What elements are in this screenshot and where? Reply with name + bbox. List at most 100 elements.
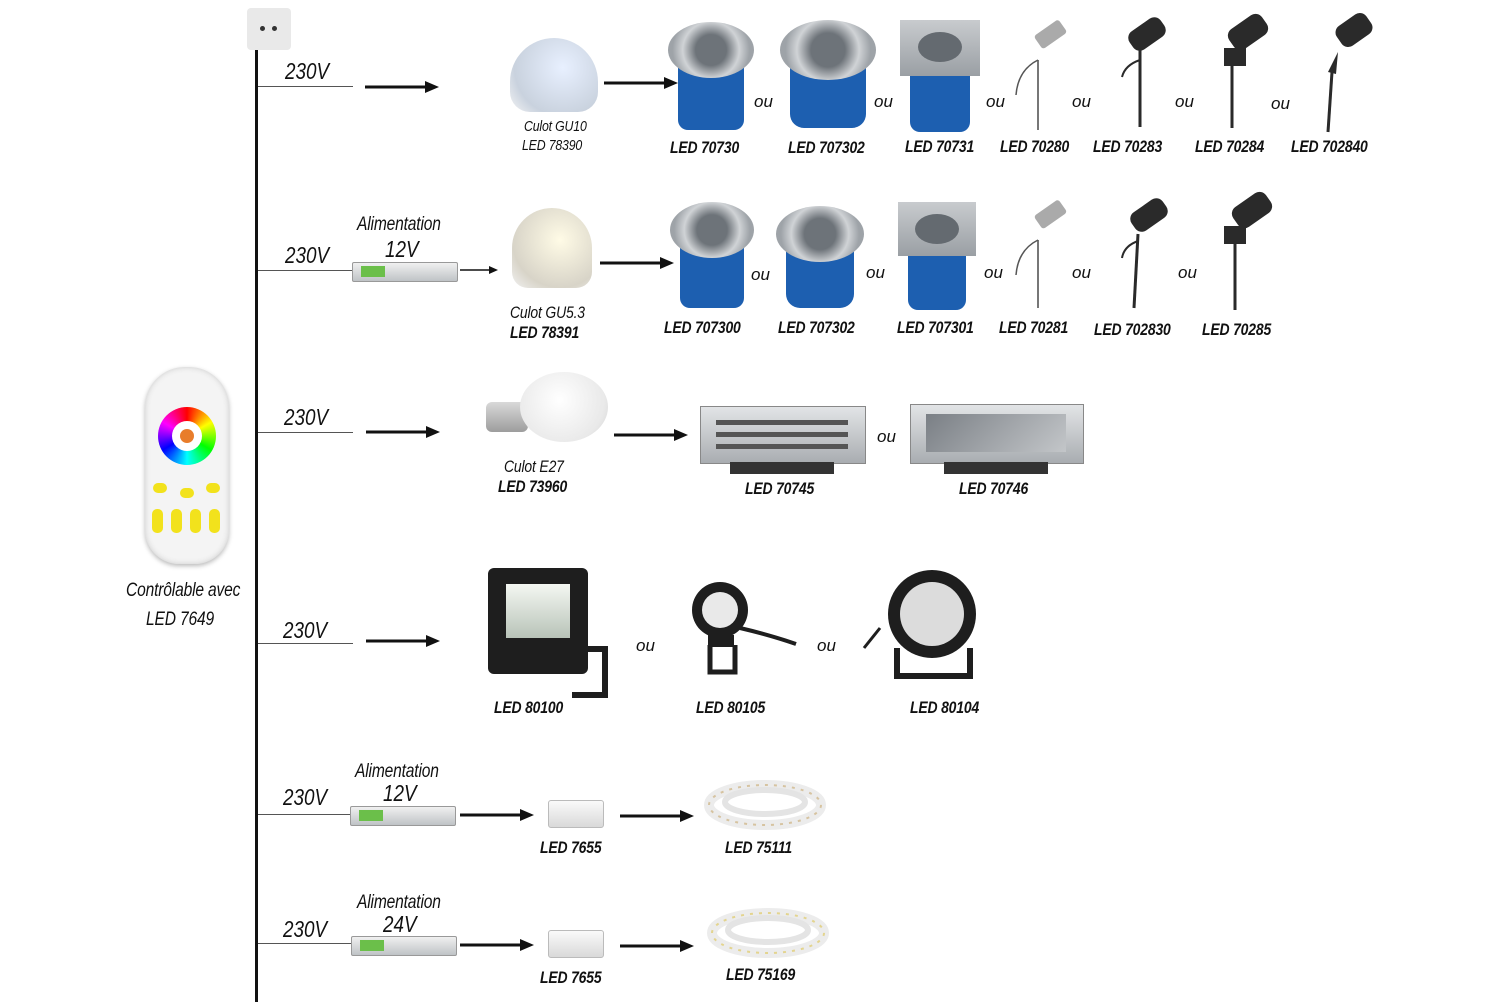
spike-spot-dark xyxy=(1121,17,1166,127)
row1-source-line1: Culot GU10 xyxy=(524,118,587,135)
remote-button xyxy=(180,488,194,498)
row2-or-1: ou xyxy=(751,265,770,284)
row1-arrow2 xyxy=(604,77,678,89)
row5-arrow1 xyxy=(460,809,534,821)
row2-arrow1 xyxy=(460,266,498,274)
row2-product-5: LED 702830 xyxy=(1094,320,1171,339)
row4-branch xyxy=(258,643,353,644)
row3-voltage: 230V xyxy=(284,404,329,430)
remote-button xyxy=(206,483,220,493)
row1-product-3: LED 70731 xyxy=(905,137,975,156)
gu10-bulb xyxy=(510,38,598,112)
remote-label-line1: Contrôlable avec xyxy=(126,580,241,601)
remote-control xyxy=(145,367,229,564)
spike-spot-dark xyxy=(1121,198,1168,309)
led-strip-reel xyxy=(707,908,829,958)
row3-arrow2 xyxy=(614,429,688,441)
row2-product-4: LED 70281 xyxy=(999,318,1069,337)
row1-source-line2: LED 78390 xyxy=(522,137,583,154)
row5-controller-label: LED 7655 xyxy=(540,838,602,857)
power-supply-unit xyxy=(350,806,456,826)
row6-controller-label: LED 7655 xyxy=(540,968,602,987)
inground-lamp-round-large xyxy=(776,206,864,310)
garden-spot xyxy=(692,582,797,675)
row1-or-5: ou xyxy=(1175,92,1194,111)
spike-spot-thin xyxy=(1015,200,1067,308)
gu53-bulb xyxy=(512,208,592,288)
row1-product-4: LED 70280 xyxy=(1000,137,1070,156)
row6-power-line2: 24V xyxy=(383,911,417,937)
row1-product-7: LED 702840 xyxy=(1291,137,1368,156)
garden-floodlight-round xyxy=(862,570,976,679)
row1-voltage: 230V xyxy=(285,58,330,84)
remote-button xyxy=(190,509,201,533)
e27-bulb xyxy=(486,372,608,442)
row1-or-4: ou xyxy=(1072,92,1091,111)
row5-product-1: LED 75111 xyxy=(725,838,792,857)
led-strip-controller xyxy=(548,800,604,828)
row4-product-1: LED 80100 xyxy=(494,698,564,717)
led-strip-controller xyxy=(548,930,604,958)
row2-power-line1: Alimentation xyxy=(357,214,441,235)
inground-lamp-round-large xyxy=(780,20,876,130)
row1-or-1: ou xyxy=(754,92,773,111)
row2-source-line2: LED 78391 xyxy=(510,323,580,342)
spike-spot-dark-3 xyxy=(1326,12,1373,133)
row6-product-1: LED 75169 xyxy=(726,965,796,984)
row6-power-line1: Alimentation xyxy=(357,892,441,913)
row1-or-3: ou xyxy=(986,92,1005,111)
wall-recessed-light-glass xyxy=(910,404,1084,474)
row6-branch xyxy=(258,943,353,944)
remote-button xyxy=(209,509,220,533)
color-wheel-dot xyxy=(180,429,194,443)
remote-button xyxy=(152,509,163,533)
row5-power-line1: Alimentation xyxy=(355,761,439,782)
row4-product-2: LED 80105 xyxy=(696,698,766,717)
remote-button xyxy=(153,483,167,493)
row2-product-1: LED 707300 xyxy=(664,318,741,337)
power-supply-unit xyxy=(352,262,458,282)
row6-arrow2 xyxy=(620,940,694,952)
row5-voltage: 230V xyxy=(283,784,328,810)
remote-label-line2: LED 7649 xyxy=(146,609,214,630)
row4-or-1: ou xyxy=(636,636,655,655)
row4-product-3: LED 80104 xyxy=(910,698,980,717)
inground-lamp-square xyxy=(900,20,980,132)
inground-lamp-round xyxy=(670,202,754,310)
row2-or-2: ou xyxy=(866,263,885,282)
power-supply-unit xyxy=(351,936,457,956)
power-outlet-icon-pin xyxy=(272,26,277,31)
row3-source-line1: Culot E27 xyxy=(504,457,564,476)
row5-branch xyxy=(258,814,353,815)
row3-branch xyxy=(258,432,353,433)
row1-arrow1 xyxy=(365,81,439,93)
row3-product-2: LED 70746 xyxy=(959,479,1029,498)
row2-product-6: LED 70285 xyxy=(1202,320,1272,339)
row2-or-5: ou xyxy=(1178,263,1197,282)
floodlight xyxy=(488,568,608,698)
row2-source-line1: Culot GU5.3 xyxy=(510,303,585,322)
inground-lamp-square xyxy=(898,202,976,310)
row4-arrow1 xyxy=(366,635,440,647)
row2-product-3: LED 707301 xyxy=(897,318,974,337)
power-outlet xyxy=(247,8,291,50)
row2-voltage: 230V xyxy=(285,242,330,268)
row6-arrow1 xyxy=(460,939,534,951)
row3-source-line2: LED 73960 xyxy=(498,477,568,496)
main-power-bus xyxy=(255,50,258,1002)
row1-product-5: LED 70283 xyxy=(1093,137,1163,156)
row1-branch xyxy=(258,86,353,87)
row5-arrow2 xyxy=(620,810,694,822)
row3-product-1: LED 70745 xyxy=(745,479,815,498)
row3-or-1: ou xyxy=(877,427,896,446)
row1-product-2: LED 707302 xyxy=(788,138,865,157)
row2-product-2: LED 707302 xyxy=(778,318,855,337)
spike-spot-thin xyxy=(1015,20,1067,130)
row2-branch xyxy=(258,270,353,271)
power-outlet-icon xyxy=(260,26,265,31)
spike-spot-dark-2 xyxy=(1224,13,1269,128)
row1-or-2: ou xyxy=(874,92,893,111)
inground-lamp-round xyxy=(668,22,754,132)
row1-product-1: LED 70730 xyxy=(670,138,740,157)
row4-voltage: 230V xyxy=(283,617,328,643)
